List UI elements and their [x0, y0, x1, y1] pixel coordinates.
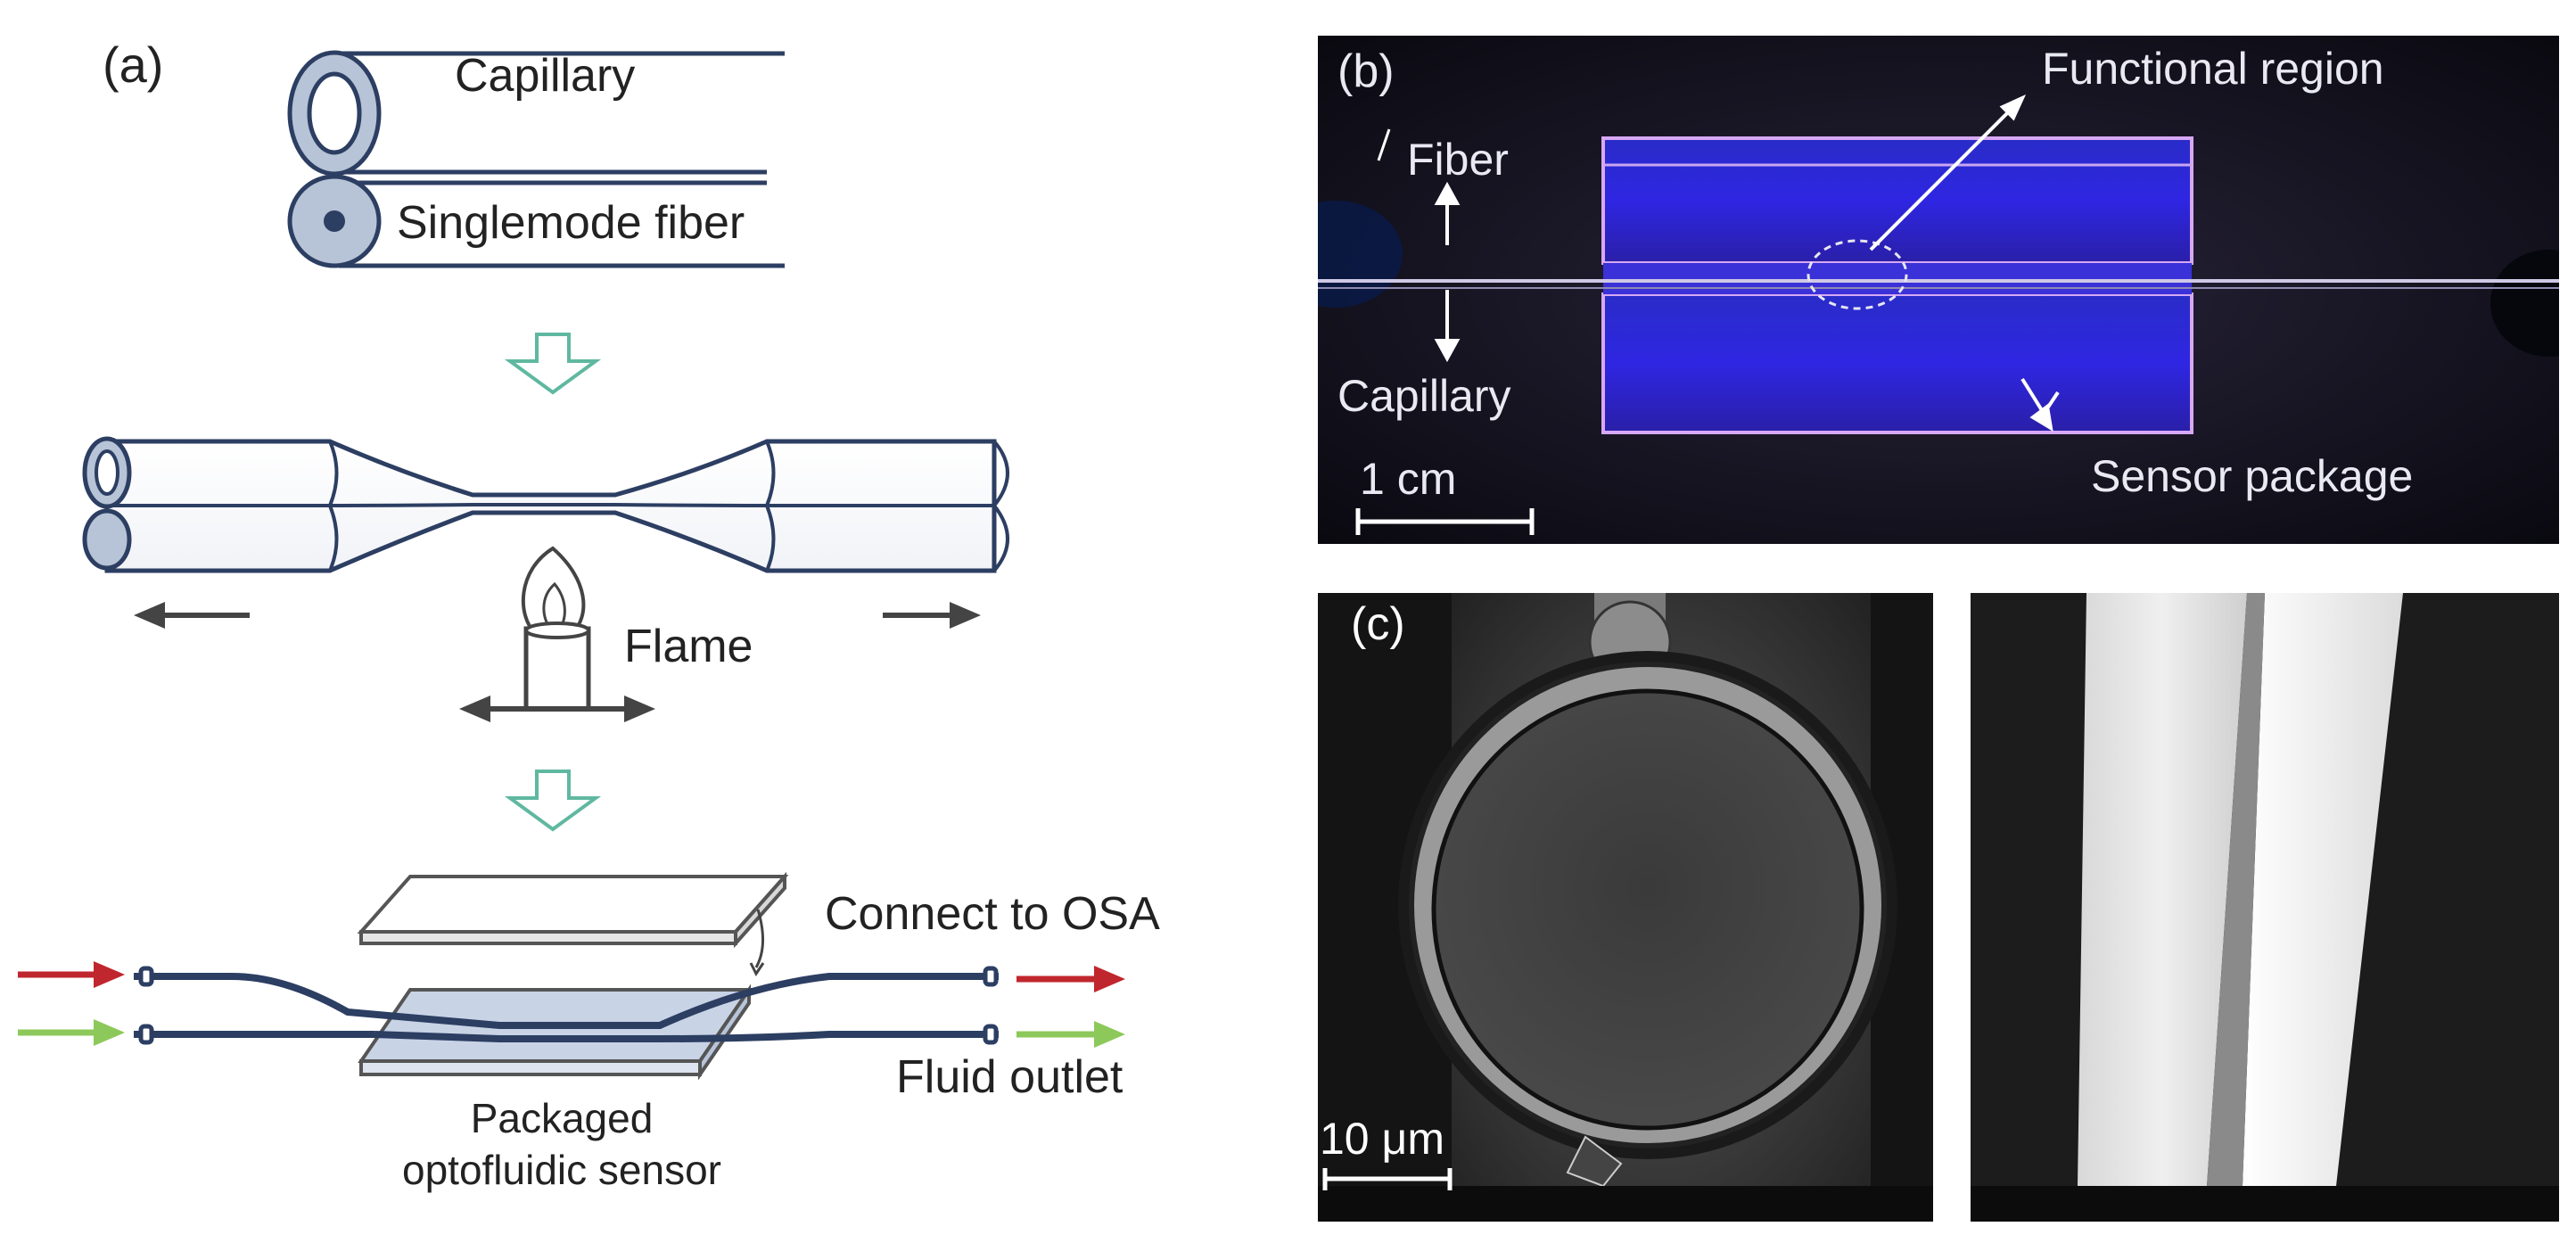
- taper-inner-lines: [107, 440, 1009, 572]
- scale-bar-c: [1322, 1168, 1453, 1190]
- fiber-end-icon: [287, 174, 382, 268]
- scale-bar-b: [1355, 508, 1535, 535]
- capillary-label: Capillary: [455, 50, 636, 102]
- package-pointer-arrow-icon: [2020, 377, 2060, 432]
- capillary-side-sem: [2078, 593, 2247, 1186]
- functional-region-arrow-icon: [1869, 94, 2027, 251]
- pull-left-arrow-icon: [134, 602, 250, 629]
- packaged-sensor-label: Packaged optofluidic sensor: [374, 1092, 749, 1196]
- panel-c-label: (c): [1351, 598, 1405, 650]
- scale-bar-b-label: 1 cm: [1360, 454, 1457, 504]
- fiber-tick: [1377, 128, 1391, 161]
- singlemode-fiber-label: Singlemode fiber: [397, 197, 745, 249]
- capillary-photo-label: Capillary: [1337, 371, 1511, 421]
- packaged-fiber-ends: [138, 966, 999, 1045]
- functional-region-label: Functional region: [2042, 44, 2384, 94]
- down-arrow-icon: [504, 770, 602, 832]
- panel-c-sem-cross-section: [1318, 593, 1933, 1222]
- sensor-package: [1601, 136, 2193, 434]
- burner-icon: [523, 622, 591, 712]
- panel-a-schematic: [18, 50, 1125, 1081]
- fiber-label: Fiber: [1407, 135, 1509, 185]
- panel-b-photo: [1318, 36, 2559, 544]
- top-cover-plate: [357, 871, 789, 949]
- taper-end-icon: [82, 436, 132, 571]
- functional-region-marker: [1806, 239, 1908, 310]
- fluid-outlet-label: Fluid outlet: [896, 1051, 1123, 1103]
- burner-motion-arrow-icon: [459, 696, 655, 722]
- capillary-end-icon: [287, 50, 382, 177]
- cover-curved-arrow-icon: [754, 909, 765, 968]
- light-input-arrow-icon: [18, 961, 125, 988]
- packaged-sensor-line1: Packaged: [470, 1095, 654, 1141]
- fluid-inlet-arrow-icon: [18, 1019, 125, 1046]
- capillary-pointer-arrow-icon: [1434, 290, 1461, 363]
- fiber-pointer-arrow-icon: [1434, 181, 1461, 245]
- cover-arrowhead-icon: [749, 962, 765, 976]
- bottom-substrate-plate: [358, 984, 753, 1081]
- capillary-cross-section: [1398, 651, 1897, 1159]
- light-output-arrow-icon: [1016, 966, 1125, 992]
- panel-c-sem-side-view: [1971, 593, 2559, 1222]
- sensor-package-label: Sensor package: [2091, 451, 2414, 501]
- flame-label: Flame: [624, 621, 753, 672]
- fiber-side-sem: [2207, 593, 2403, 1186]
- capillary-and-fiber: [339, 51, 785, 268]
- pull-right-arrow-icon: [883, 602, 981, 629]
- packaged-sensor-line2: optofluidic sensor: [402, 1147, 721, 1193]
- sem-info-bar: [1971, 1186, 2559, 1222]
- panel-b-label: (b): [1337, 45, 1395, 97]
- fluid-outlet-arrow-icon: [1016, 1021, 1125, 1048]
- scale-bar-c-label: 10 μm: [1320, 1114, 1444, 1164]
- connect-osa-label: Connect to OSA: [825, 888, 1160, 940]
- flame-icon: [521, 546, 586, 635]
- panel-a-label: (a): [103, 37, 164, 93]
- down-arrow-icon: [504, 333, 602, 395]
- sem-info-bar: [1318, 1186, 1933, 1222]
